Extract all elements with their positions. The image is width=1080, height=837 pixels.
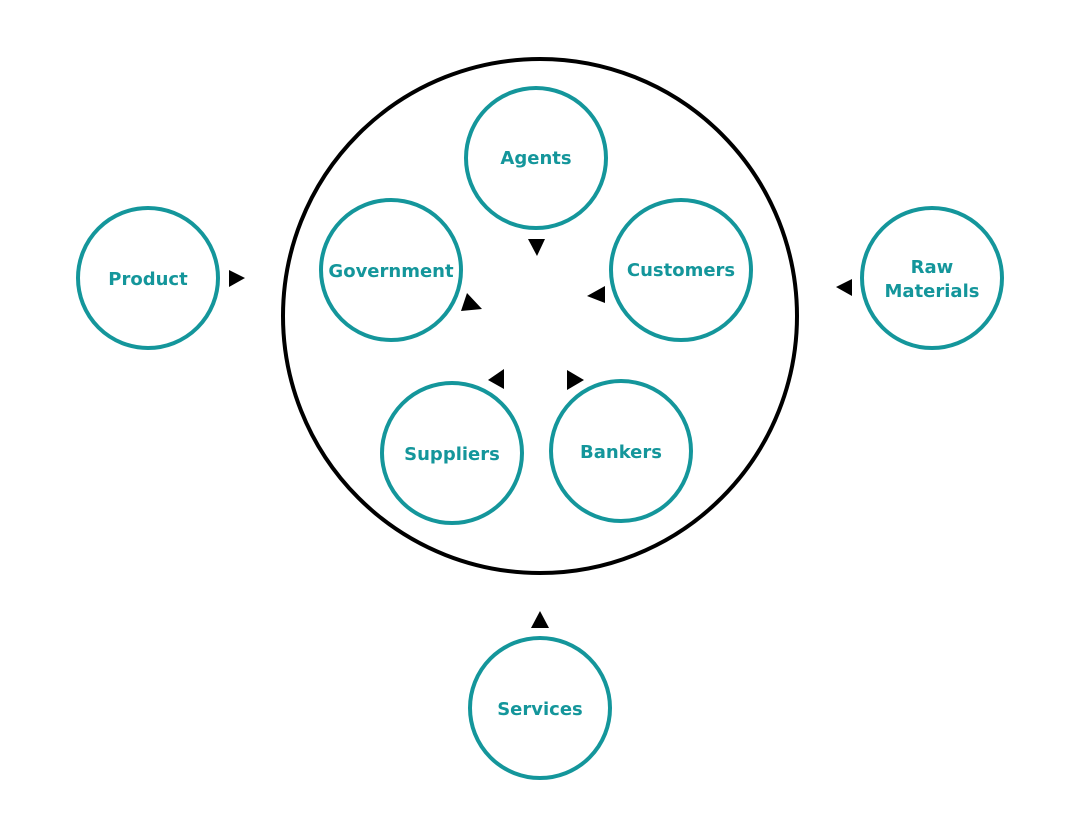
arrowhead-agents (528, 239, 545, 256)
node-product-label: Product (108, 269, 188, 290)
node-government-label: Government (328, 261, 454, 282)
node-bankers-circle (549, 379, 693, 523)
node-raw-materials-label-line1: Raw (911, 257, 954, 278)
node-government: Government (319, 198, 463, 342)
node-suppliers-label: Suppliers (404, 444, 500, 465)
node-product: Product (76, 206, 220, 350)
node-suppliers-circle (380, 381, 524, 525)
arrowhead-raw-materials (836, 279, 852, 296)
node-raw-materials-label-line2: Materials (885, 281, 980, 302)
business-environment-ring (281, 57, 799, 575)
node-customers-label: Customers (627, 260, 735, 281)
node-raw-materials: Raw Materials (860, 206, 1004, 350)
node-suppliers: Suppliers (380, 381, 524, 525)
arrowhead-government (461, 293, 482, 311)
node-services: Services (468, 636, 612, 780)
node-bankers-label: Bankers (580, 442, 662, 463)
node-product-circle (76, 206, 220, 350)
node-government-circle (319, 198, 463, 342)
arrowhead-customers (587, 286, 605, 303)
node-agents-circle (464, 86, 608, 230)
node-services-label: Services (497, 699, 583, 720)
node-bankers: Bankers (549, 379, 693, 523)
node-agents: Agents (464, 86, 608, 230)
node-services-circle (468, 636, 612, 780)
node-customers-circle (609, 198, 753, 342)
arrowhead-bankers (567, 370, 584, 390)
node-raw-materials-circle (860, 206, 1004, 350)
node-customers: Customers (609, 198, 753, 342)
node-agents-label: Agents (500, 148, 571, 169)
arrowhead-product (229, 270, 245, 287)
arrowhead-suppliers (488, 369, 504, 389)
arrowhead-services (531, 611, 549, 628)
